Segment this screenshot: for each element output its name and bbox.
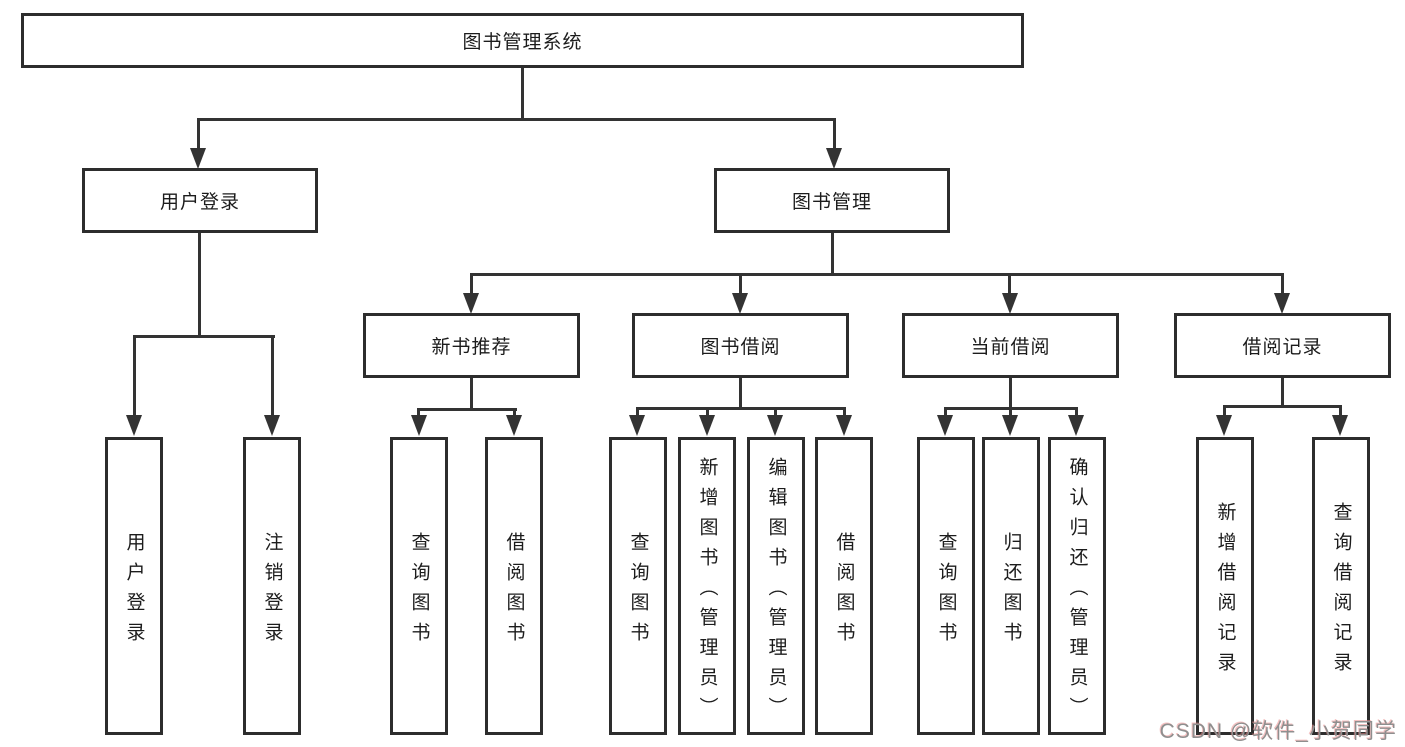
leaf-borrow-books-recommend: 借阅图书 (485, 437, 543, 735)
connector-line (706, 407, 709, 416)
node-book-borrow: 图书借阅 (632, 313, 849, 378)
connector-line (833, 118, 836, 150)
connector-line (470, 378, 473, 411)
leaf-label: 查询图书 (627, 531, 649, 652)
connector-line (636, 407, 846, 410)
arrow-down-icon (826, 148, 842, 169)
node-current-borrow: 当前借阅 (902, 313, 1119, 378)
leaf-label: 确认归还（管理员） (1066, 456, 1088, 727)
connector-line (944, 407, 947, 416)
leaf-query-borrow-record: 查询借阅记录 (1312, 437, 1370, 735)
connector-line (1223, 405, 1342, 408)
leaf-query-books-current: 查询图书 (917, 437, 975, 735)
connector-line (1223, 405, 1226, 416)
connector-line (198, 233, 201, 338)
connector-line (271, 335, 274, 416)
leaf-label: 借阅图书 (503, 531, 525, 652)
leaf-label: 新增图书（管理员） (696, 456, 718, 727)
connector-line (1281, 273, 1284, 295)
leaf-query-books-recommend: 查询图书 (390, 437, 448, 735)
node-label: 图书管理 (791, 192, 872, 213)
arrow-down-icon (1274, 293, 1290, 314)
arrow-down-icon (732, 293, 748, 314)
watermark-text: CSDN @软件_小贺同学 (1159, 720, 1397, 743)
arrow-down-icon (463, 293, 479, 314)
arrow-down-icon (629, 415, 645, 436)
leaf-label: 编辑图书（管理员） (765, 456, 787, 727)
leaf-label: 新增借阅记录 (1214, 501, 1236, 682)
leaf-return-book: 归还图书 (982, 437, 1040, 735)
connector-line (774, 407, 777, 416)
node-new-book-recommend: 新书推荐 (363, 313, 580, 378)
node-label: 借阅记录 (1242, 337, 1323, 358)
node-root-system: 图书管理系统 (21, 13, 1024, 68)
connector-line (1281, 378, 1284, 408)
leaf-logout: 注销登录 (243, 437, 301, 735)
arrow-down-icon (836, 415, 852, 436)
leaf-edit-book-admin: 编辑图书（管理员） (747, 437, 805, 735)
connector-line (417, 408, 517, 411)
leaf-user-login: 用户登录 (105, 437, 163, 735)
arrow-down-icon (1002, 415, 1018, 436)
arrow-down-icon (1068, 415, 1084, 436)
node-book-management: 图书管理 (714, 168, 950, 233)
connector-line (1075, 407, 1078, 416)
arrow-down-icon (411, 415, 427, 436)
connector-line (470, 273, 473, 295)
connector-line (1008, 273, 1011, 295)
arrow-down-icon (937, 415, 953, 436)
arrow-down-icon (1216, 415, 1232, 436)
connector-line (843, 407, 846, 416)
node-label: 新书推荐 (431, 337, 512, 358)
node-borrow-records: 借阅记录 (1174, 313, 1391, 378)
leaf-confirm-return-admin: 确认归还（管理员） (1048, 437, 1106, 735)
node-user-login: 用户登录 (82, 168, 318, 233)
leaf-label: 查询借阅记录 (1330, 501, 1352, 682)
node-label: 图书管理系统 (462, 32, 583, 53)
connector-line (513, 408, 516, 416)
leaf-borrow-books: 借阅图书 (815, 437, 873, 735)
arrow-down-icon (1332, 415, 1348, 436)
connector-line (636, 407, 639, 416)
node-label: 当前借阅 (970, 337, 1051, 358)
arrow-down-icon (699, 415, 715, 436)
leaf-label: 借阅图书 (833, 531, 855, 652)
arrow-down-icon (767, 415, 783, 436)
connector-line (831, 233, 834, 276)
connector-line (133, 335, 136, 416)
connector-line (417, 408, 420, 416)
connector-line (133, 335, 275, 338)
connector-line (470, 273, 1284, 276)
connector-line (739, 378, 742, 410)
connector-line (1009, 407, 1012, 416)
leaf-label: 查询图书 (408, 531, 430, 652)
node-label: 图书借阅 (700, 337, 781, 358)
arrow-down-icon (1002, 293, 1018, 314)
connector-line (739, 273, 742, 295)
arrow-down-icon (506, 415, 522, 436)
arrow-down-icon (126, 415, 142, 436)
leaf-add-book-admin: 新增图书（管理员） (678, 437, 736, 735)
connector-line (197, 118, 200, 150)
leaf-label: 注销登录 (261, 531, 283, 652)
leaf-label: 用户登录 (123, 531, 145, 652)
connector-line (1339, 405, 1342, 416)
node-label: 用户登录 (159, 192, 240, 213)
connector-line (521, 68, 524, 121)
connector-line (1009, 378, 1012, 410)
leaf-add-borrow-record: 新增借阅记录 (1196, 437, 1254, 735)
connector-line (197, 118, 836, 121)
leaf-label: 归还图书 (1000, 531, 1022, 652)
arrow-down-icon (190, 148, 206, 169)
leaf-query-books-borrow: 查询图书 (609, 437, 667, 735)
leaf-label: 查询图书 (935, 531, 957, 652)
arrow-down-icon (264, 415, 280, 436)
